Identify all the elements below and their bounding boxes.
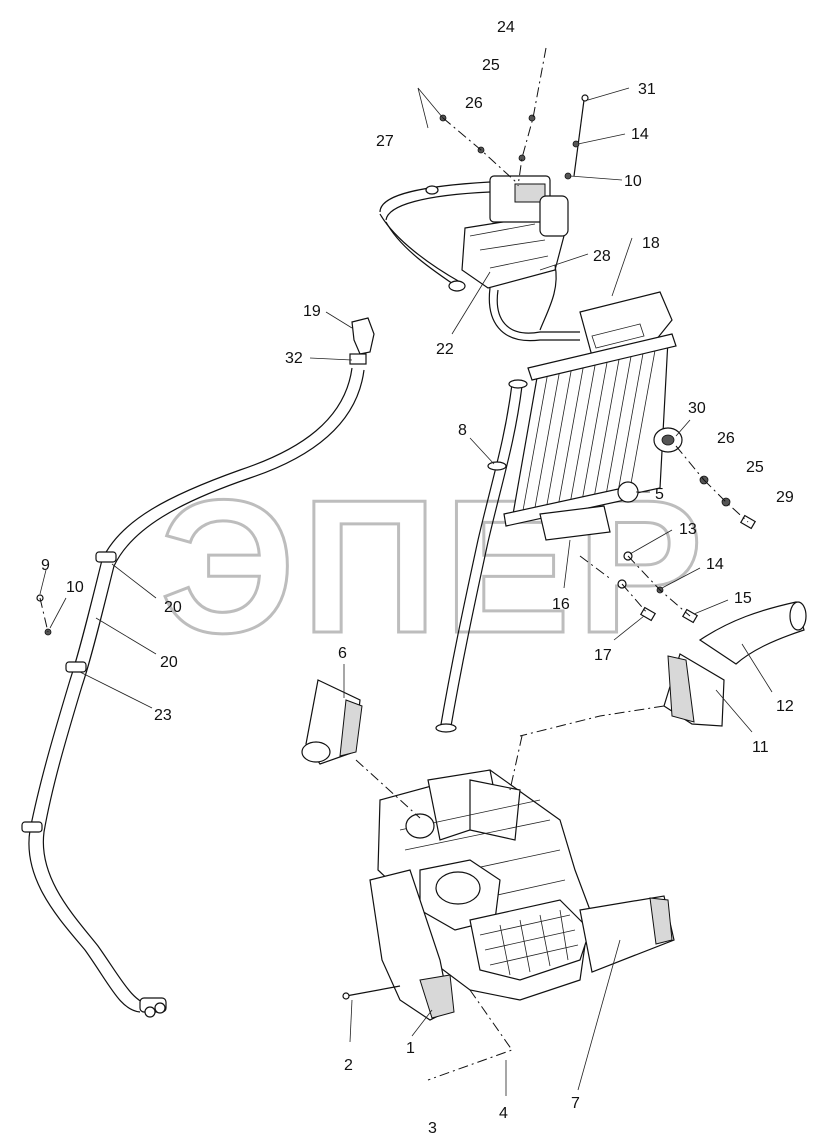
assembly-lines: [39, 47, 749, 1081]
callout-17: 17: [594, 647, 612, 664]
hose-clamp-20-upper: [95, 551, 117, 563]
callout-27: 27: [376, 133, 394, 150]
duct-11: [663, 653, 725, 727]
hardware-left: [36, 594, 52, 636]
expansion-valve-assembly: [379, 175, 580, 342]
callout-26: 26: [465, 95, 483, 112]
bracket-16: [539, 505, 611, 541]
leader-lines: [39, 87, 773, 1096]
callout-5: 5: [655, 486, 664, 503]
callout-20a: 20: [164, 599, 182, 616]
callout-4: 4: [499, 1105, 508, 1122]
hose-clamp-23: [65, 661, 87, 673]
hose-end-fitting: [139, 997, 167, 1018]
callout-11: 11: [752, 739, 769, 756]
callout-25b: 25: [746, 459, 764, 476]
callout-32: 32: [285, 350, 303, 367]
callout-15: 15: [734, 590, 752, 607]
callout-labels: 24 25 26 27 31 14 10 18 28 22 19 32 8 30…: [41, 19, 794, 1137]
callout-20b: 20: [160, 654, 178, 671]
callout-2: 2: [344, 1057, 353, 1074]
callout-24: 24: [497, 19, 515, 36]
hose-clamp-lower: [21, 821, 43, 833]
callout-13: 13: [679, 521, 697, 538]
callout-28: 28: [593, 248, 611, 265]
line-8: [435, 379, 528, 733]
callout-6: 6: [338, 645, 347, 662]
condenser-core: [503, 333, 677, 541]
callout-23: 23: [154, 707, 172, 724]
callout-18: 18: [642, 235, 660, 252]
callout-3: 3: [428, 1120, 437, 1137]
callout-10b: 10: [66, 579, 84, 596]
callout-22: 22: [436, 341, 454, 358]
callout-9: 9: [41, 557, 50, 574]
callout-19: 19: [303, 303, 321, 320]
hvac-housing: [369, 769, 675, 1021]
duct-6: [301, 679, 363, 765]
callout-10: 10: [624, 173, 642, 190]
callout-16: 16: [552, 596, 570, 613]
callout-14: 14: [631, 126, 649, 143]
fitting-19: [349, 317, 375, 365]
callout-12: 12: [776, 698, 794, 715]
callout-29: 29: [776, 489, 794, 506]
callout-25: 25: [482, 57, 500, 74]
hardware-upper: [439, 94, 589, 180]
screw-2: [345, 985, 401, 997]
callout-31: 31: [638, 81, 656, 98]
callout-8: 8: [458, 422, 467, 439]
callout-7: 7: [571, 1095, 580, 1112]
callout-1: 1: [406, 1040, 415, 1057]
duct-7: [579, 895, 675, 973]
callout-14b: 14: [706, 556, 724, 573]
duct-12: [698, 601, 807, 665]
callout-26b: 26: [717, 430, 735, 447]
left-hose-assembly: [21, 367, 365, 1018]
callout-30: 30: [688, 400, 706, 417]
